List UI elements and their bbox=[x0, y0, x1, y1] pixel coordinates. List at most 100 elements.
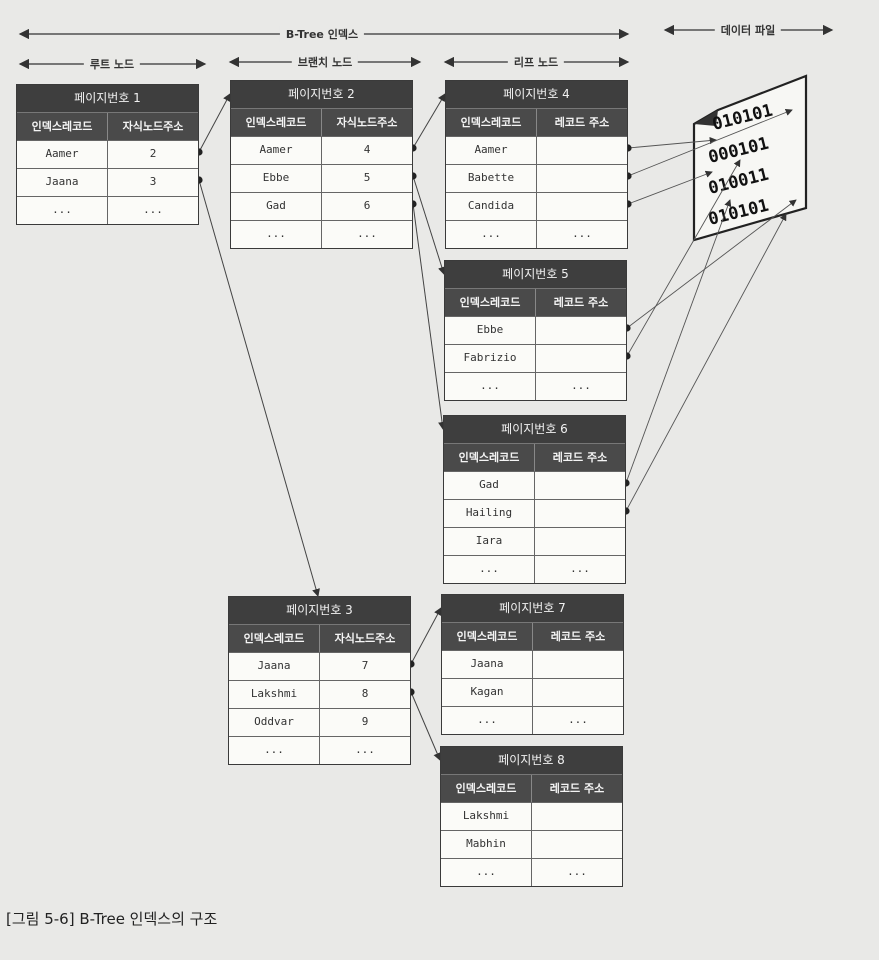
index-record-cell: ... bbox=[441, 859, 532, 886]
address-cell bbox=[533, 651, 623, 678]
branch-to-leaf-line bbox=[412, 175, 446, 275]
root-to-page2-line bbox=[198, 93, 231, 153]
table-row: Babette bbox=[446, 164, 627, 192]
table-row: ...... bbox=[445, 372, 626, 400]
table-row: Ebbe 5 bbox=[231, 164, 412, 192]
page-title: 페이지번호 3 bbox=[229, 597, 410, 624]
table-row: ...... bbox=[231, 220, 412, 248]
index-record-header: 인덱스레코드 bbox=[446, 109, 537, 136]
address-header: 레코드 주소 bbox=[554, 116, 610, 129]
index-record-cell: Gad bbox=[231, 193, 322, 220]
index-record-cell: Lakshmi bbox=[229, 681, 320, 708]
address-cell: 6 bbox=[363, 199, 371, 212]
index-record-cell: Kagan bbox=[442, 679, 533, 706]
address-cell bbox=[537, 137, 627, 164]
index-record-header: 인덱스레코드 bbox=[445, 289, 536, 316]
index-record-cell: ... bbox=[231, 221, 322, 248]
page-title: 페이지번호 4 bbox=[446, 81, 627, 108]
index-record-cell: Candida bbox=[446, 193, 537, 220]
address-cell bbox=[537, 193, 627, 220]
index-record-cell: Gad bbox=[444, 472, 535, 499]
address-cell: 5 bbox=[363, 171, 371, 184]
index-record-cell: Mabhin bbox=[441, 831, 532, 858]
address-cell: ... bbox=[568, 713, 588, 726]
column-header: 인덱스레코드 레코드 주소 bbox=[445, 288, 626, 316]
address-cell: 7 bbox=[361, 659, 369, 672]
table-row: Mabhin bbox=[441, 830, 622, 858]
record-address-lines bbox=[625, 109, 797, 512]
index-record-cell: ... bbox=[446, 221, 537, 248]
table-row: Gad 6 bbox=[231, 192, 412, 220]
table-row: Aamer 2 bbox=[17, 140, 198, 168]
address-cell: ... bbox=[570, 562, 590, 575]
page-title: 페이지번호 1 bbox=[17, 85, 198, 112]
page-title: 페이지번호 5 bbox=[445, 261, 626, 288]
index-record-cell: Aamer bbox=[17, 141, 108, 168]
table-row: Jaana bbox=[442, 650, 623, 678]
record-to-file-line bbox=[627, 136, 717, 149]
table-row: ...... bbox=[17, 196, 198, 224]
index-record-cell: Babette bbox=[446, 165, 537, 192]
address-cell: 8 bbox=[361, 687, 369, 700]
address-cell bbox=[532, 831, 622, 858]
address-header: 레코드 주소 bbox=[553, 296, 609, 309]
index-record-cell: Aamer bbox=[231, 137, 322, 164]
table-row: Kagan bbox=[442, 678, 623, 706]
address-cell: 2 bbox=[149, 147, 157, 160]
table-row: Lakshmi bbox=[441, 802, 622, 830]
record-to-file-line bbox=[627, 170, 713, 205]
table-row: ...... bbox=[444, 555, 625, 583]
index-record-cell: ... bbox=[445, 373, 536, 400]
page-title: 페이지번호 8 bbox=[441, 747, 622, 774]
address-cell: ... bbox=[355, 743, 375, 756]
table-row: Gad bbox=[444, 471, 625, 499]
address-cell: 3 bbox=[149, 175, 157, 188]
index-record-cell: Iara bbox=[444, 528, 535, 555]
index-record-header: 인덱스레코드 bbox=[442, 623, 533, 650]
address-cell bbox=[532, 803, 622, 830]
record-to-file-line bbox=[627, 109, 793, 177]
branch-to-leaf-line bbox=[410, 691, 441, 761]
address-cell bbox=[536, 345, 626, 372]
address-cell bbox=[533, 679, 623, 706]
connector-lines bbox=[198, 93, 447, 761]
table-row: ...... bbox=[441, 858, 622, 886]
page-title: 페이지번호 7 bbox=[442, 595, 623, 622]
address-header: 레코드 주소 bbox=[552, 451, 608, 464]
table-row: Ebbe bbox=[445, 316, 626, 344]
table-row: ...... bbox=[442, 706, 623, 734]
data-file-label: 데이터 파일 bbox=[714, 22, 782, 38]
column-header: 인덱스레코드 레코드 주소 bbox=[446, 108, 627, 136]
index-record-cell: Hailing bbox=[444, 500, 535, 527]
index-record-cell: Ebbe bbox=[445, 317, 536, 344]
index-record-cell: Aamer bbox=[446, 137, 537, 164]
column-header: 인덱스레코드 레코드 주소 bbox=[442, 622, 623, 650]
index-record-header: 인덱스레코드 bbox=[17, 113, 108, 140]
index-record-cell: Lakshmi bbox=[441, 803, 532, 830]
address-cell: ... bbox=[567, 865, 587, 878]
branch-node-label: 브랜치 노드 bbox=[291, 54, 359, 70]
table-row: Fabrizio bbox=[445, 344, 626, 372]
address-cell bbox=[535, 500, 625, 527]
page-title: 페이지번호 2 bbox=[231, 81, 412, 108]
address-header: 레코드 주소 bbox=[550, 630, 606, 643]
branch-to-leaf-line bbox=[410, 607, 442, 665]
table-row: Lakshmi 8 bbox=[229, 680, 410, 708]
table-row: Iara bbox=[444, 527, 625, 555]
address-cell: 4 bbox=[363, 143, 371, 156]
index-record-cell: Ebbe bbox=[231, 165, 322, 192]
index-record-cell: Oddvar bbox=[229, 709, 320, 736]
index-record-cell: ... bbox=[17, 197, 108, 224]
index-record-cell: ... bbox=[229, 737, 320, 764]
table-row: Aamer bbox=[446, 136, 627, 164]
table-row: Candida bbox=[446, 192, 627, 220]
